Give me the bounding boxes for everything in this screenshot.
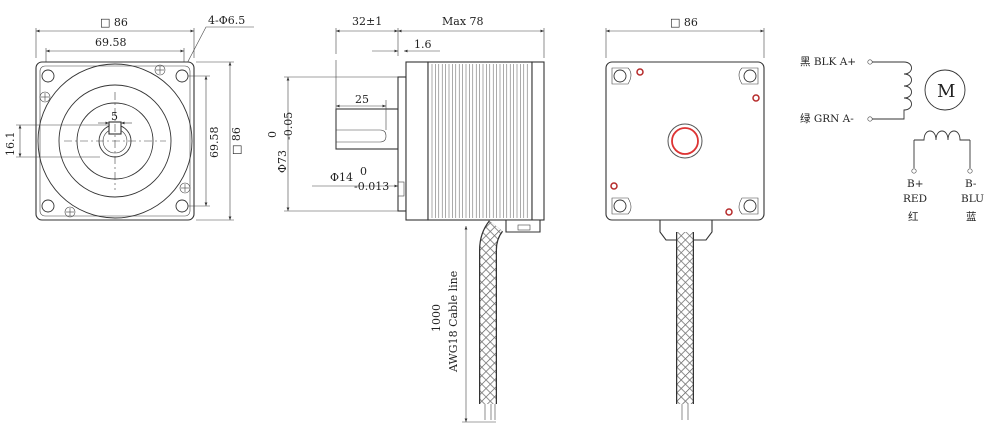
dim-cable-length: 1000 (430, 304, 443, 332)
wire-a-plus-label: 黑 BLK A+ (800, 56, 856, 68)
wire-b-plus-color-en: RED (903, 193, 927, 205)
wire-b-plus-color-cn: 红 (908, 210, 919, 223)
wire-b-plus-label: B+ (907, 178, 924, 190)
wire-b-minus-color-cn: 蓝 (966, 211, 977, 223)
dim-pilot-diameter: Φ73 (276, 150, 289, 173)
wire-b-minus-color-en: BLU (961, 193, 984, 205)
front-view: □ 86 4-Φ6.5 69.58 (4, 14, 254, 221)
dim-holes: 4-Φ6.5 (208, 14, 245, 27)
dim-square-right: □ 86 (230, 127, 243, 155)
wire-a-minus-label: 绿 GRN A- (800, 112, 854, 125)
rear-view: □ 86 (605, 16, 765, 420)
dim-hole-spacing-v: 69.58 (208, 127, 221, 159)
dim-key-width: 5 (111, 110, 118, 123)
dim-shaft-height: 16.1 (4, 132, 17, 157)
dim-rear-square: □ 86 (670, 16, 698, 29)
dim-max-length: Max 78 (442, 15, 484, 28)
dim-hole-spacing-h: 69.58 (95, 36, 127, 49)
dim-shaft-length: 32±1 (352, 15, 382, 28)
dim-shaft-diameter: Φ14 (330, 171, 353, 184)
wiring-diagram: 黑 BLK A+ 绿 GRN A- M B+ RED 红 B- BLU 蓝 (800, 56, 984, 223)
dim-pilot-tol-upper: 0 (266, 131, 279, 138)
wire-b-minus-label: B- (965, 178, 977, 190)
dim-boss-thickness: 1.6 (414, 38, 432, 51)
dim-pilot-tol-lower: -0.05 (282, 112, 295, 140)
dim-shaft-tol-lower: -0.013 (354, 180, 389, 193)
dim-square-outer: □ 86 (100, 16, 128, 29)
cooling-fins (431, 64, 528, 218)
motor-symbol: M (937, 81, 955, 102)
dim-cable-spec: AWG18 Cable line (447, 271, 460, 373)
dim-key-length: 25 (355, 93, 369, 106)
side-view: 32±1 Max 78 1.6 25 (266, 15, 545, 423)
dim-shaft-tol-upper: 0 (360, 165, 367, 178)
